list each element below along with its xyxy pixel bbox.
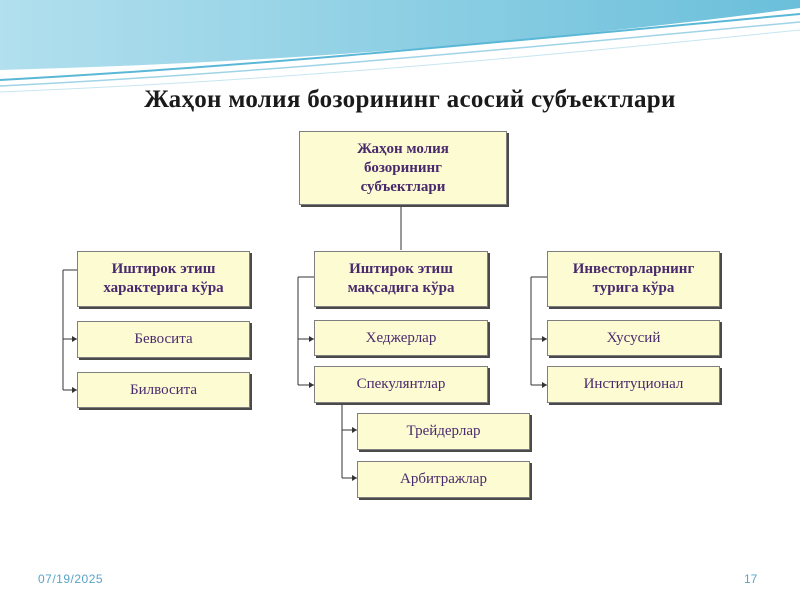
- node-private: Хусусий: [547, 320, 720, 356]
- header-wave-decoration: [0, 0, 800, 93]
- node-arbitrageurs: Арбитражлар: [357, 461, 530, 498]
- node-traders: Трейдерлар: [357, 413, 530, 450]
- page-number: 17: [744, 572, 758, 586]
- node-institutional: Институционал: [547, 366, 720, 403]
- root-node: Жаҳон молия бозорининг субъектлари: [299, 131, 507, 205]
- footer-date: 07/19/2025: [38, 572, 104, 586]
- group-header-participation-character: Иштирок этиш характерига кўра: [77, 251, 250, 307]
- node-direct: Бевосита: [77, 321, 250, 358]
- node-speculators: Спекулянтлар: [314, 366, 488, 403]
- slide-title: Жаҳон молия бозорининг асосий субъектлар…: [144, 86, 676, 113]
- node-indirect: Билвосита: [77, 372, 250, 408]
- node-hedgers: Хеджерлар: [314, 320, 488, 356]
- group-header-investor-type: Инвесторларнинг турига кўра: [547, 251, 720, 307]
- group-header-participation-purpose: Иштирок этиш мақсадига кўра: [314, 251, 488, 307]
